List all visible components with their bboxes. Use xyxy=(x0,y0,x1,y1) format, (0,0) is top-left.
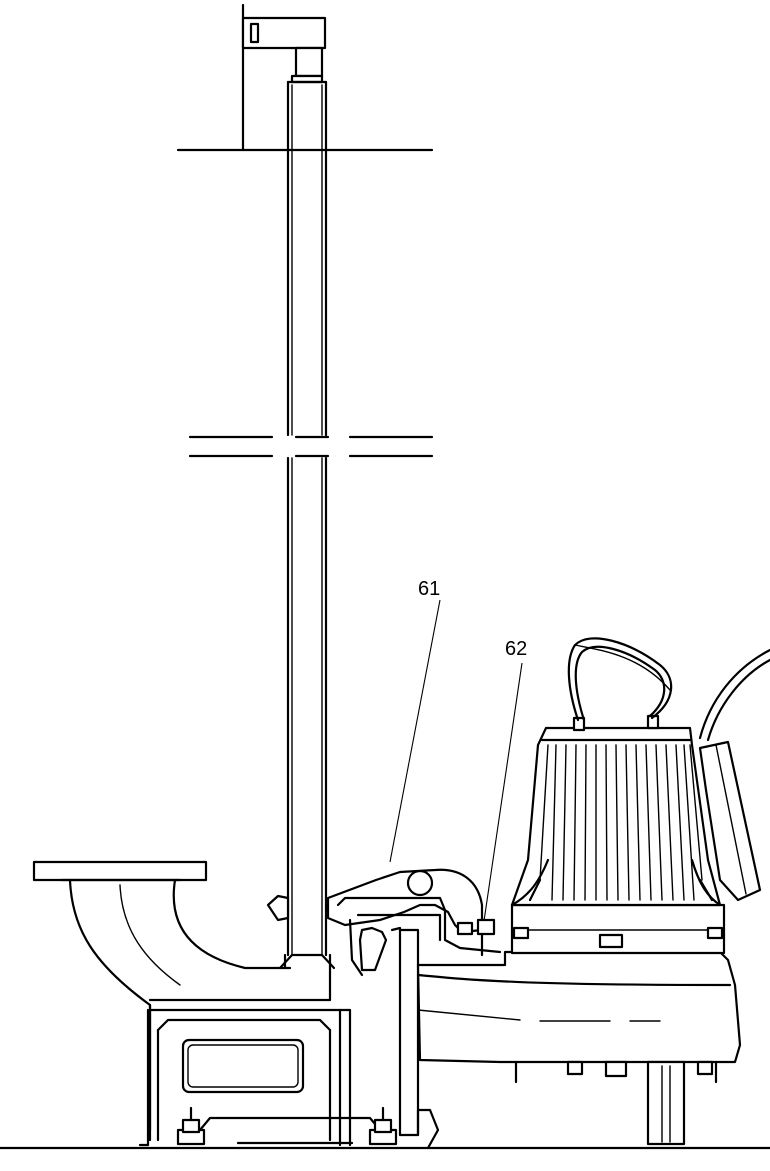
guide-rail xyxy=(286,80,328,957)
bolt-62 xyxy=(456,918,496,957)
anchor-bolt-right xyxy=(368,1106,398,1146)
anchor-bolt-left xyxy=(176,1106,206,1146)
break-lines xyxy=(188,435,434,458)
lifting-handle xyxy=(567,637,673,732)
callout-label-61: 61 xyxy=(418,578,440,600)
callout-label-62: 62 xyxy=(505,638,527,660)
floor-line xyxy=(0,1141,770,1150)
callout-61: 61 xyxy=(389,578,441,863)
duckfoot-base xyxy=(138,953,382,1147)
power-cable xyxy=(698,648,770,902)
discharge-elbow xyxy=(32,860,292,1142)
guide-claw xyxy=(266,868,502,1002)
pump-flange xyxy=(398,928,440,1150)
callout-62: 62 xyxy=(483,638,527,922)
upper-guide-bracket xyxy=(241,3,327,152)
pump-motor xyxy=(510,726,726,955)
pump-volute xyxy=(416,950,742,1146)
